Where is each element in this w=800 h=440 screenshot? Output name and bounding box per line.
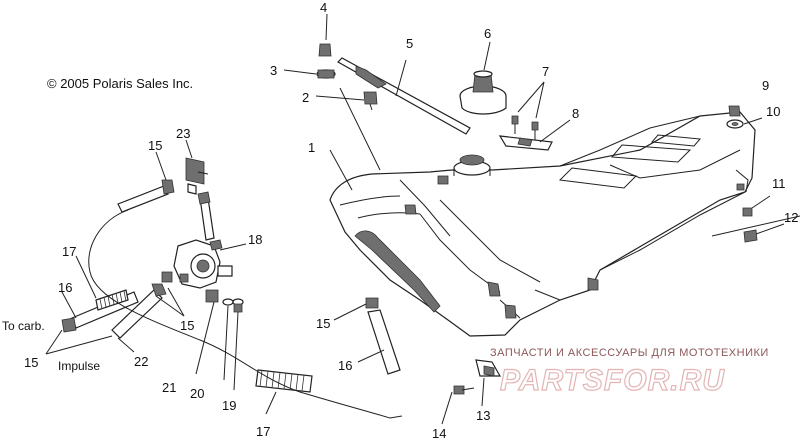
callout-6: 6 xyxy=(484,26,491,41)
mounting-hardware xyxy=(711,105,800,243)
callout-8: 8 xyxy=(572,106,579,121)
callout-19: 19 xyxy=(222,398,236,413)
callout-16-left: 16 xyxy=(58,280,72,295)
callout-10: 10 xyxy=(766,104,780,119)
leader-lines xyxy=(45,13,785,425)
callout-5: 5 xyxy=(406,36,413,51)
callout-22: 22 xyxy=(134,354,148,369)
callout-17-upper: 17 xyxy=(62,244,76,259)
callout-2: 2 xyxy=(302,90,309,105)
callout-17-lower: 17 xyxy=(256,424,270,439)
watermark-logo: PARTSFOR.RU xyxy=(500,364,725,397)
screws-and-bracket xyxy=(498,115,553,151)
callout-labels: 4 3 2 5 6 7 8 9 10 11 12 1 15 16 13 14 1… xyxy=(24,0,798,440)
fuel-cap xyxy=(459,70,507,115)
hose-springs xyxy=(88,209,403,419)
fuel-hoses xyxy=(61,179,401,375)
callout-15-top: 15 xyxy=(148,138,162,153)
callout-7: 7 xyxy=(542,64,549,79)
watermark: ЗАПЧАСТИ И АКСЕССУАРЫ ДЛЯ МОТОТЕХНИКИ PA… xyxy=(490,347,769,398)
callout-14: 14 xyxy=(432,426,446,440)
callout-11: 11 xyxy=(772,176,786,191)
clip-and-screw xyxy=(453,359,502,395)
valve-fasteners xyxy=(222,298,244,313)
callout-18: 18 xyxy=(248,232,262,247)
spring-lower xyxy=(255,369,313,393)
callout-3: 3 xyxy=(270,63,277,78)
callout-16-center: 16 xyxy=(338,358,352,373)
callout-15-middle: 15 xyxy=(180,318,194,333)
note-impulse: Impulse xyxy=(58,359,100,373)
copyright-text: © 2005 Polaris Sales Inc. xyxy=(47,76,193,91)
note-to-carb: To carb. xyxy=(2,319,45,333)
callout-15-left: 15 xyxy=(24,355,38,370)
callout-13: 13 xyxy=(476,408,490,423)
callout-12: 12 xyxy=(784,210,798,225)
spring-upper xyxy=(95,289,129,311)
callout-4: 4 xyxy=(320,0,327,15)
callout-20: 20 xyxy=(190,386,204,401)
callout-1: 1 xyxy=(308,140,315,155)
callout-9: 9 xyxy=(762,78,769,93)
watermark-subtitle: ЗАПЧАСТИ И АКСЕССУАРЫ ДЛЯ МОТОТЕХНИКИ xyxy=(490,347,769,359)
fuel-valve-assembly xyxy=(173,157,233,303)
callout-23: 23 xyxy=(176,126,190,141)
fuel-tank xyxy=(329,111,756,337)
vent-line-assembly xyxy=(316,43,471,135)
callout-21: 21 xyxy=(162,380,176,395)
callout-15-center: 15 xyxy=(316,316,330,331)
